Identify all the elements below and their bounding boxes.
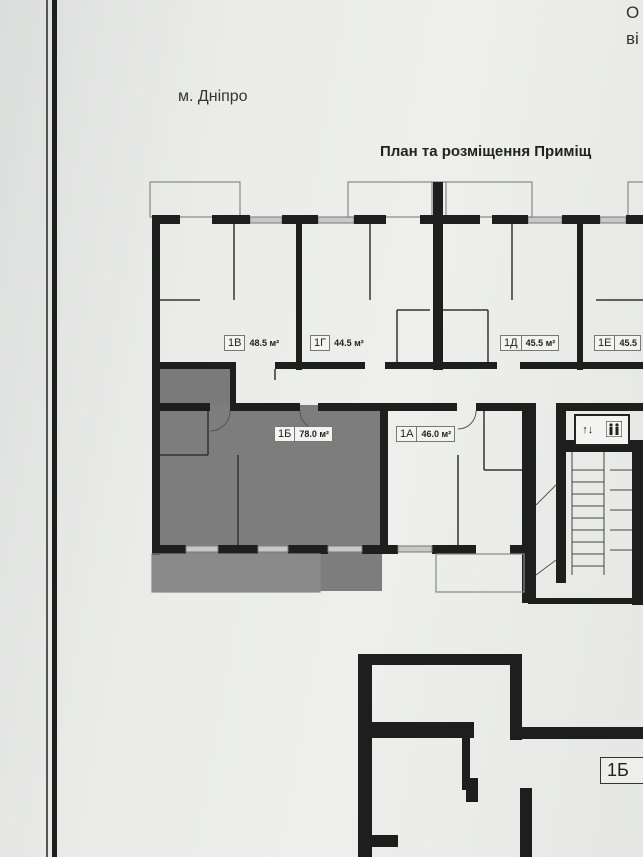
balcony-1v [149, 181, 241, 218]
room-area: 45.5 [619, 338, 637, 348]
room-area: 46.0 м² [421, 429, 452, 439]
room-label-1v: 1В 48.5 м² [224, 335, 279, 351]
room-label-1g: 1Г 44.5 м² [310, 335, 364, 351]
room-number: 1Е [595, 336, 616, 350]
lower-plan-label: 1Б [600, 757, 643, 784]
room-area: 48.5 м² [249, 338, 280, 348]
room-number: 1Д [501, 336, 522, 350]
room-number: 1Б [275, 427, 296, 441]
room-number: 1А [397, 427, 418, 441]
people-icon [605, 420, 623, 440]
door-swings [209, 410, 557, 576]
room-label-1d: 1Д 45.5 м² [500, 335, 560, 351]
elevator-arrows-icon: ↑↓ [582, 424, 594, 436]
partitions [160, 224, 643, 545]
room-label-1e: 1Е 45.5 [594, 335, 641, 351]
page-border-thick [52, 0, 57, 857]
balcony-1d [431, 181, 533, 218]
window-4 [599, 216, 627, 224]
room-label-1a: 1А 46.0 м² [396, 426, 456, 442]
room-number: 1Г [310, 335, 331, 351]
room-label-1b: 1Б 78.0 м² [274, 426, 334, 442]
corner-text-bottom: ві [626, 29, 639, 48]
window-3 [527, 216, 563, 224]
city-label: м. Дніпро [178, 88, 248, 105]
top-balconies [149, 181, 643, 218]
window-1 [249, 216, 283, 224]
room-area: 78.0 м² [299, 429, 330, 439]
room-area: 45.5 м² [525, 338, 556, 348]
plan-title: План та розміщення Приміщ [380, 143, 592, 160]
stairs [571, 452, 632, 575]
balcony-1g [347, 181, 447, 218]
bottom-windows [185, 545, 433, 553]
room-area: 44.5 м² [334, 338, 364, 348]
page-border-thin [46, 0, 48, 857]
window-2 [317, 216, 355, 224]
bottom-balconies [151, 553, 525, 593]
unit-1b-fill-top [160, 367, 230, 407]
balcony-1e [627, 181, 643, 218]
corner-text-top: О [626, 3, 640, 22]
room-number: 1В [224, 335, 246, 351]
elevator-sign: ↑↓ [574, 414, 630, 446]
walls [152, 182, 643, 857]
